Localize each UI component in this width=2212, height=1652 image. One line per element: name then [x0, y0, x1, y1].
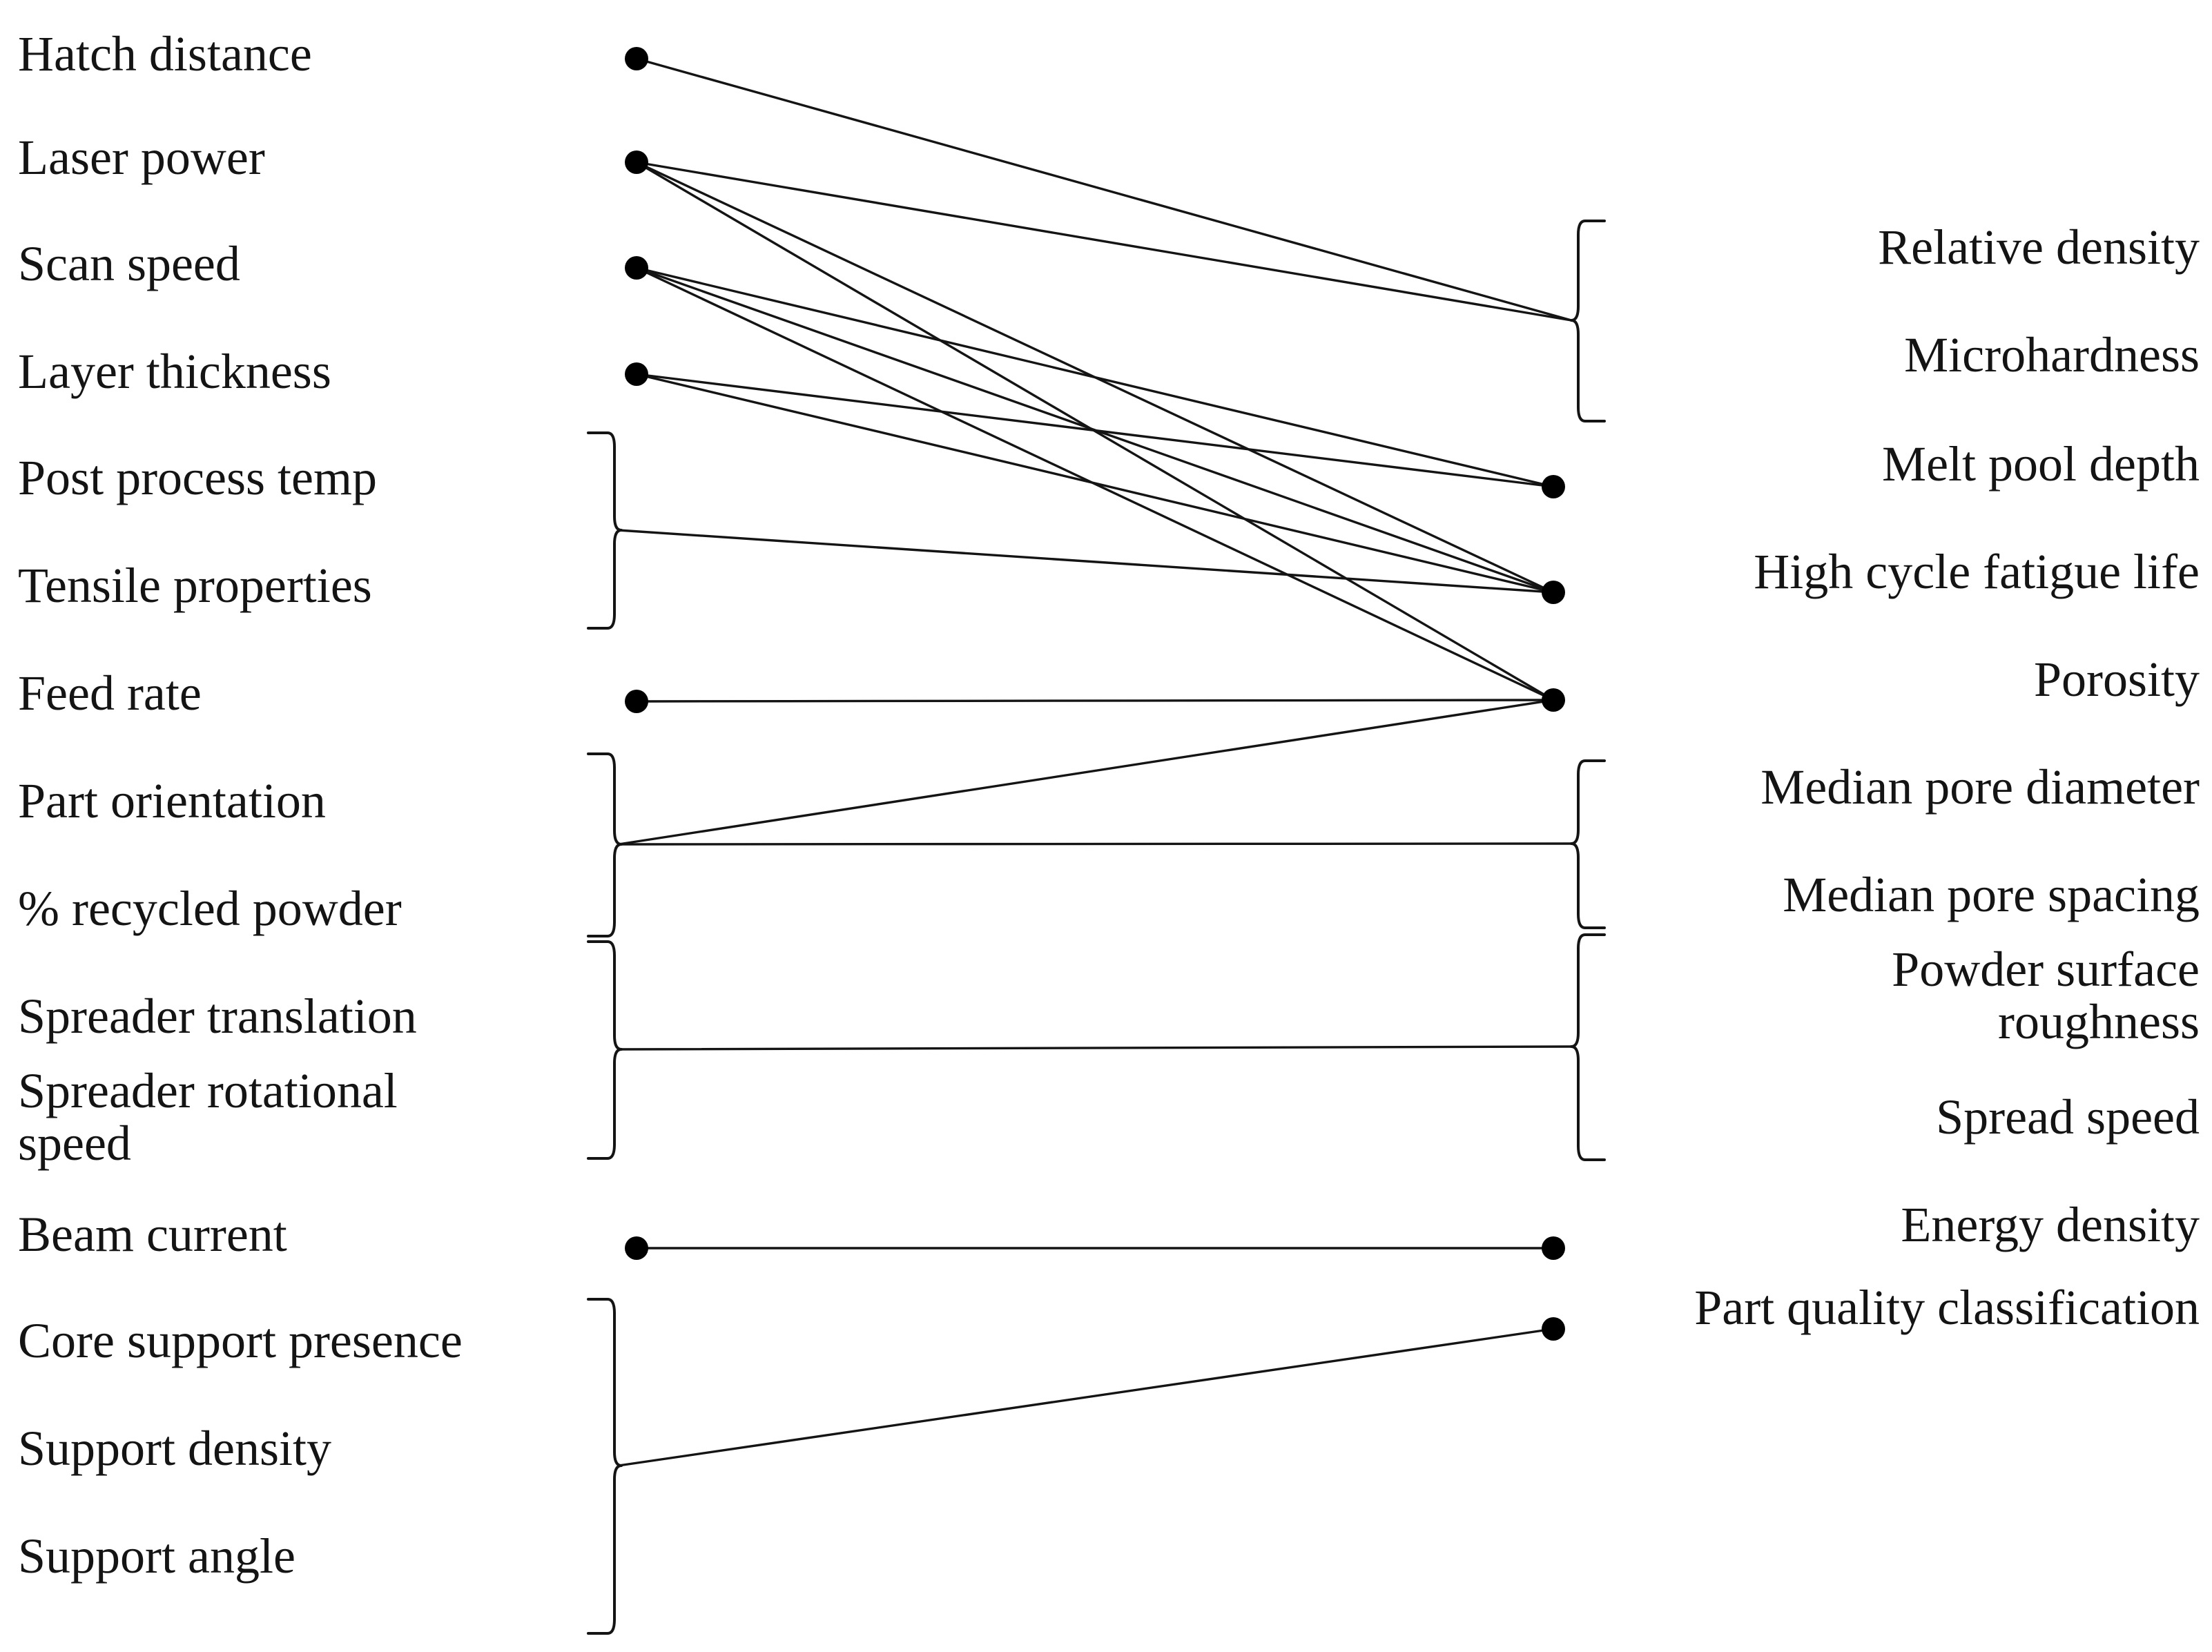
- node-group: [625, 47, 1565, 1341]
- label-relative-density: Relative density: [1878, 220, 2200, 275]
- label-porosity: Porosity: [2033, 652, 2200, 707]
- brace-density-hardness: [1570, 220, 1606, 422]
- edge-scan-to-melt-pool-depth: [635, 266, 1555, 488]
- label-tensile-properties: Tensile properties: [18, 558, 372, 613]
- label-median-pore-diam: Median pore diameter: [1760, 759, 2200, 815]
- label-energy-density: Energy density: [1901, 1197, 2200, 1252]
- label-powder-roughness: Powder surface roughness: [1892, 942, 2200, 1050]
- label-spreader-rot-speed: Spreader rotational speed: [18, 1063, 398, 1172]
- node-feed-rate[interactable]: [625, 690, 648, 713]
- node-porosity[interactable]: [1542, 688, 1565, 712]
- label-feed-rate: Feed rate: [18, 665, 202, 721]
- label-support-angle: Support angle: [18, 1528, 295, 1584]
- edge-spreaders-to-powder-spread: [617, 1045, 1573, 1051]
- label-beam-current: Beam current: [18, 1207, 287, 1262]
- edge-group: [617, 57, 1573, 1467]
- brace-post-tensile: [587, 431, 623, 630]
- edge-orient-powder-to-porosity: [617, 699, 1555, 846]
- label-microhardness: Microhardness: [1904, 327, 2200, 382]
- edge-layer-to-melt-pool-depth: [635, 373, 1555, 488]
- label-median-pore-space: Median pore spacing: [1783, 867, 2200, 922]
- node-part-quality[interactable]: [1542, 1317, 1565, 1341]
- node-energy-density[interactable]: [1542, 1236, 1565, 1260]
- label-hcf-life: High cycle fatigue life: [1754, 544, 2200, 599]
- node-laser-power[interactable]: [625, 150, 648, 174]
- edge-supports-to-part-quality: [617, 1328, 1555, 1467]
- label-support-density: Support density: [18, 1421, 332, 1476]
- edge-laser-to-density-hardness: [635, 161, 1573, 322]
- label-recycled-powder: % recycled powder: [18, 881, 402, 936]
- label-part-quality: Part quality classification: [1694, 1280, 2200, 1335]
- node-melt-pool-depth[interactable]: [1542, 475, 1565, 498]
- brace-pore-metrics: [1570, 759, 1606, 929]
- node-scan-speed[interactable]: [625, 256, 648, 280]
- node-hcf-life[interactable]: [1542, 581, 1565, 604]
- label-scan-speed: Scan speed: [18, 236, 240, 291]
- label-laser-power: Laser power: [18, 130, 265, 185]
- node-layer-thickness[interactable]: [625, 362, 648, 386]
- label-melt-pool-depth: Melt pool depth: [1882, 436, 2200, 492]
- label-hatch-distance: Hatch distance: [18, 26, 312, 81]
- brace-powder-spread: [1570, 933, 1606, 1161]
- label-layer-thickness: Layer thickness: [18, 344, 331, 399]
- node-hatch-distance[interactable]: [625, 47, 648, 70]
- label-spread-speed: Spread speed: [1936, 1089, 2200, 1145]
- brace-orient-powder: [587, 752, 623, 937]
- node-beam-current[interactable]: [625, 1236, 648, 1260]
- edge-feed-rate-to-porosity: [635, 699, 1555, 703]
- brace-spreaders: [587, 940, 623, 1160]
- label-post-process-temp: Post process temp: [18, 450, 377, 505]
- edge-hatch-to-density-hardness: [635, 57, 1573, 322]
- label-spreader-translation: Spreader translation: [18, 989, 417, 1044]
- label-core-support: Core support presence: [18, 1313, 463, 1368]
- left-brace-group: [587, 431, 623, 1635]
- edge-layer-to-hcf: [635, 373, 1555, 594]
- right-brace-group: [1570, 220, 1606, 1161]
- brace-supports: [587, 1298, 623, 1635]
- label-part-orientation: Part orientation: [18, 773, 326, 828]
- edge-post-tensile-to-hcf: [617, 529, 1555, 594]
